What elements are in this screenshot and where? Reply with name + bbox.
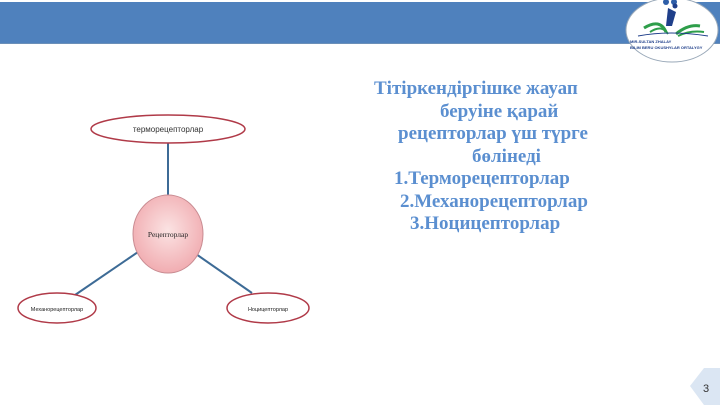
list-item-2: 2.Механорецепторлар	[400, 190, 588, 212]
node-receptors-center: Рецепторлар	[132, 194, 204, 274]
page-number: 3	[703, 383, 710, 395]
heading-line-1: Тітіркендіргішке жауап	[374, 78, 578, 99]
list-item-1: 1.Терморецепторлар	[394, 168, 570, 189]
heading-line-2: беруіне қарай	[440, 100, 559, 122]
node-thermoreceptors: терморецепторлар	[90, 114, 246, 144]
node-nociceptors: Ноцицепторлар	[226, 292, 310, 324]
page-number-badge-icon	[690, 368, 720, 405]
svg-text:Ноцицепторлар: Ноцицепторлар	[248, 307, 288, 313]
node-mechanoreceptors: Механорецепторлар	[17, 292, 97, 324]
header-bar	[0, 2, 720, 44]
svg-text:BILIM BERU OKUSHYLAR ORTALYGY: BILIM BERU OKUSHYLAR ORTALYGY	[630, 45, 703, 50]
receptor-diagram: терморецепторлар Рецепторлар Механорецеп…	[17, 114, 310, 324]
heading-line-3: рецепторлар үш түрге	[398, 123, 588, 144]
slide-text: Тітіркендіргішке жауап беруіне қарай рец…	[360, 78, 660, 236]
school-logo-icon: MIR-SULTAN ZHALAY BILIM BERU OKUSHYLAR O…	[625, 0, 719, 63]
svg-text:Рецепторлар: Рецепторлар	[148, 230, 188, 239]
list-item-3: 3.Ноцицепторлар	[410, 213, 561, 234]
heading-line-4: бөлінеді	[472, 145, 541, 167]
svg-text:MIR-SULTAN ZHALAY: MIR-SULTAN ZHALAY	[630, 39, 672, 44]
svg-text:терморецепторлар: терморецепторлар	[133, 125, 204, 134]
svg-text:Механорецепторлар: Механорецепторлар	[31, 307, 83, 313]
